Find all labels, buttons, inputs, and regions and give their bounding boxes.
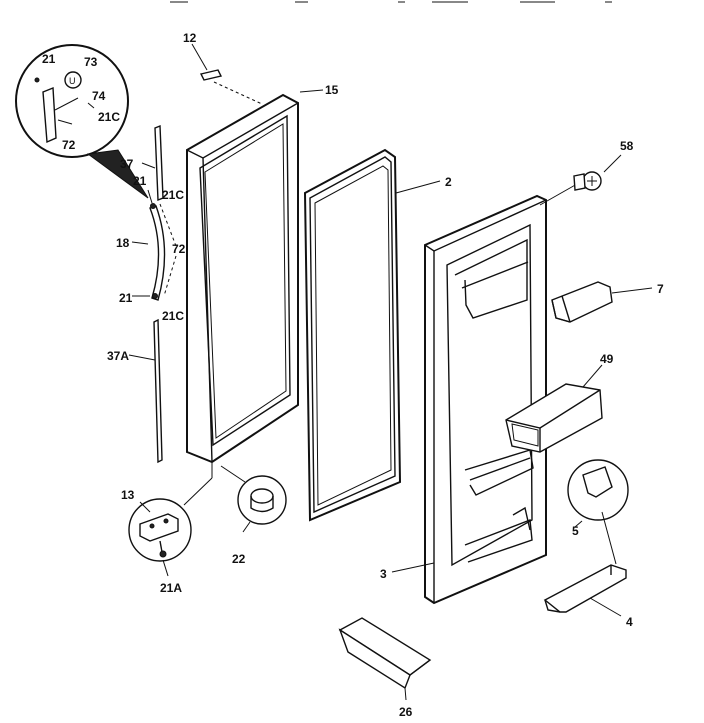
inset-callout-21: 21	[42, 52, 56, 66]
inset-callout-21c: 21C	[98, 110, 120, 124]
callout-13: 13	[121, 488, 135, 502]
callout-12: 12	[183, 31, 197, 45]
callout-22: 22	[232, 552, 246, 566]
part-5-detail-circle	[567, 459, 629, 528]
callout-5: 5	[572, 524, 579, 538]
part-12-clip	[191, 43, 263, 105]
part-13-hinge-circle	[128, 498, 192, 577]
callout-21c-lower: 21C	[162, 309, 184, 323]
callout-21-lower: 21	[119, 291, 133, 305]
callout-15: 15	[325, 83, 339, 97]
callout-18: 18	[116, 236, 130, 250]
callout-49: 49	[600, 352, 614, 366]
callout-21c-upper: 21C	[162, 188, 184, 202]
part-49-door-bin	[505, 364, 603, 453]
callout-72: 72	[172, 242, 186, 256]
callout-4: 4	[626, 615, 633, 629]
part-58-screw	[573, 154, 622, 191]
part-3-inner-liner	[391, 183, 578, 605]
callout-26: 26	[399, 705, 413, 719]
part-7-small-bin	[551, 281, 653, 323]
callout-7: 7	[657, 282, 664, 296]
inset-callout-72: 72	[62, 138, 76, 152]
inset-callout-73: 73	[84, 55, 98, 69]
callout-labels: 12 15 2 58 7 49 5 4 3 26 22 13 21A 37 37…	[42, 31, 664, 719]
callout-37: 37	[120, 157, 134, 171]
part-15-door-panel	[183, 89, 324, 506]
callout-21-upper: 21	[133, 174, 147, 188]
callout-2: 2	[445, 175, 452, 189]
callout-3: 3	[380, 567, 387, 581]
part-37-upper-trim	[141, 124, 164, 202]
part-4-rail	[543, 511, 627, 617]
svg-text:U: U	[69, 76, 76, 86]
part-37a-lower-trim	[128, 318, 163, 464]
part-26-tray	[338, 617, 432, 701]
part-18-handle	[131, 189, 177, 301]
inset-callout-74: 74	[92, 89, 106, 103]
inset-hinge-detail: U	[15, 44, 149, 199]
part-2-gasket	[303, 148, 441, 522]
callout-37a: 37A	[107, 349, 129, 363]
callout-58: 58	[620, 139, 634, 153]
callout-21a: 21A	[160, 581, 182, 595]
part-22-detail-circle	[220, 465, 287, 533]
